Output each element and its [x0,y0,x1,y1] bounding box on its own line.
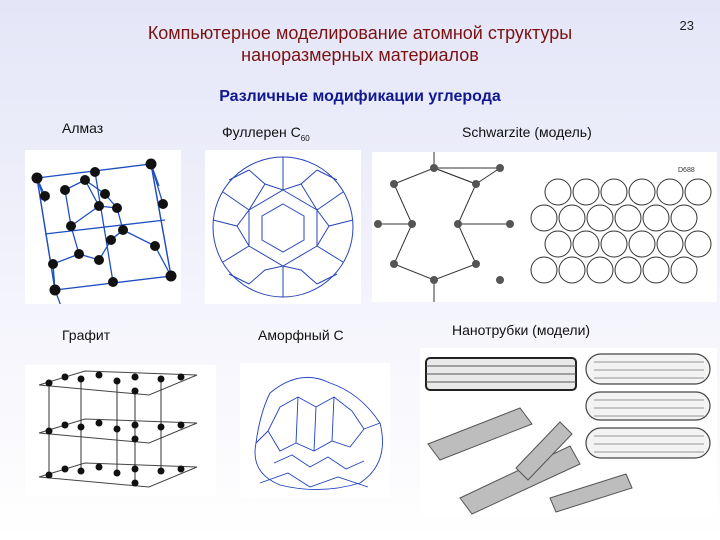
graphite-layers-drawing [38,370,198,488]
fullerene-c60-image [205,150,361,304]
label-fullerene-subscript: 60 [300,133,310,143]
fullerene-cage-drawing [212,156,354,298]
label-graphite: Графит [62,327,111,343]
amorphous-network-drawing [254,376,383,490]
label-nanotubes: Нанотрубки (модели) [452,322,591,338]
title-line-2: наноразмерных материалов [241,45,479,65]
graphite-structure-image [25,365,216,496]
diamond-structure-image [25,150,181,304]
label-fullerene-text: Фуллерен С [222,124,301,140]
slide-subtitle: Различные модификации углерода [219,88,501,105]
slide-title: Компьютерное моделирование атомной струк… [100,22,620,66]
nanotubes-drawing [425,353,711,515]
title-line-1: Компьютерное моделирование атомной струк… [147,23,573,43]
label-diamond: Алмаз [62,120,104,136]
schwarzite-tag: D688 [678,167,695,174]
diamond-lattice-drawing [31,158,177,304]
page-number: 23 [679,18,694,33]
nanotubes-model-image [420,348,717,516]
label-fullerene: Фуллерен С60 [222,124,310,143]
schwarzite-model-image: D688 [372,152,717,302]
schwarzite-lattice-drawing: D688 [374,152,712,302]
amorphous-carbon-image [240,363,390,498]
label-amorphous: Аморфный С [258,327,344,343]
label-schwarzite: Schwarzite (модель) [462,124,592,140]
